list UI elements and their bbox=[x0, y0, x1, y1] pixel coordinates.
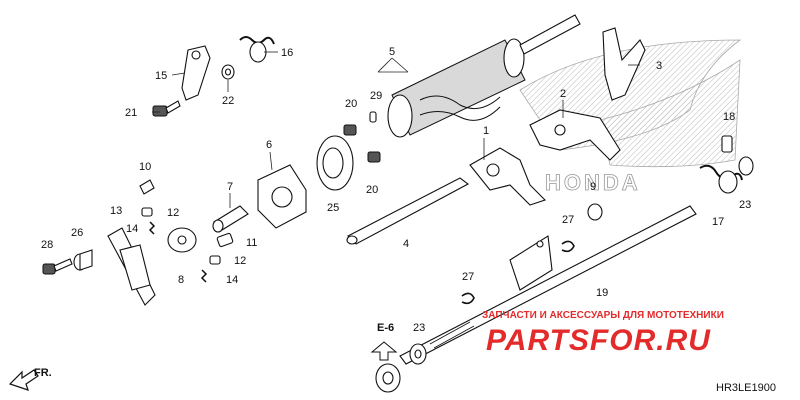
part-17-spring bbox=[699, 164, 743, 194]
callout-20-a: 20 bbox=[345, 98, 357, 110]
callout-25: 25 bbox=[327, 202, 339, 214]
part-15-stopper-arm bbox=[181, 45, 211, 101]
part-13-plate bbox=[107, 227, 156, 306]
part-4-shift-rod bbox=[346, 177, 470, 245]
callout-19: 19 bbox=[596, 287, 608, 299]
callout-26: 26 bbox=[71, 227, 83, 239]
callout-14-a: 14 bbox=[126, 223, 138, 235]
callout-23-a: 23 bbox=[739, 199, 751, 211]
callout-20-b: 20 bbox=[366, 184, 378, 196]
part-26-collar bbox=[73, 249, 93, 271]
callout-7: 7 bbox=[227, 181, 233, 193]
part-14-spring-b bbox=[200, 269, 208, 283]
callout-1: 1 bbox=[483, 125, 489, 137]
part-20-bolt-a bbox=[343, 124, 357, 136]
callout-labels: 1 2 3 4 5 6 7 8 9 10 11 12 12 13 14 14 1… bbox=[41, 46, 751, 334]
section-ref-label: E-6 bbox=[377, 322, 394, 334]
part-3-shift-fork bbox=[602, 27, 646, 101]
part-19-gearshift-spindle bbox=[399, 205, 697, 365]
part-10-pawl bbox=[139, 179, 155, 195]
callout-17: 17 bbox=[712, 216, 724, 228]
callout-2: 2 bbox=[560, 88, 566, 100]
callout-5: 5 bbox=[389, 46, 395, 58]
part-27-clip-b bbox=[461, 292, 475, 305]
part-11-pin bbox=[216, 232, 234, 248]
callout-13: 13 bbox=[110, 205, 122, 217]
part-29-pin bbox=[369, 111, 377, 123]
callout-14-b: 14 bbox=[226, 274, 238, 286]
part-1-shift-fork bbox=[469, 147, 547, 206]
honda-wordmark: HONDA bbox=[545, 170, 641, 195]
part-27-clip-a bbox=[561, 240, 575, 253]
callout-27-b: 27 bbox=[462, 271, 474, 283]
callout-4: 4 bbox=[403, 238, 409, 250]
callout-11: 11 bbox=[246, 237, 257, 249]
part-8-drum-plate bbox=[167, 227, 197, 253]
part-12-pin-a bbox=[141, 207, 153, 217]
part-9-collar bbox=[587, 203, 603, 221]
callout-18: 18 bbox=[723, 111, 735, 123]
callout-10: 10 bbox=[139, 161, 151, 173]
part-2-shift-fork bbox=[529, 109, 621, 161]
part-28-bolt bbox=[42, 258, 73, 275]
part-5-shift-drum bbox=[387, 14, 581, 138]
callout-6: 6 bbox=[266, 139, 272, 151]
leader-lines bbox=[152, 51, 640, 208]
callout-12-b: 12 bbox=[234, 255, 246, 267]
part-21-bolt bbox=[152, 100, 181, 117]
part-20-bolt-b bbox=[367, 151, 381, 163]
callout-16: 16 bbox=[281, 47, 293, 59]
part-14-spring-a bbox=[148, 221, 156, 235]
callout-9: 9 bbox=[590, 181, 596, 193]
callout-8: 8 bbox=[178, 274, 184, 286]
callout-22: 22 bbox=[222, 95, 234, 107]
shop-tagline: ЗАПЧАСТИ И АКСЕССУАРЫ ДЛЯ МОТОТЕХНИКИ bbox=[482, 310, 724, 321]
callout-29: 29 bbox=[370, 90, 382, 102]
callout-21: 21 bbox=[125, 107, 137, 119]
front-direction-arrow: FR. bbox=[8, 367, 52, 391]
callout-3: 3 bbox=[656, 60, 662, 72]
part-25-bearing bbox=[316, 135, 354, 191]
callout-12-a: 12 bbox=[167, 207, 179, 219]
part-23-washer-a bbox=[738, 156, 754, 176]
part-23-washer-b bbox=[409, 343, 427, 365]
part-22-washer bbox=[221, 64, 235, 80]
part-18-bolt bbox=[721, 135, 733, 153]
part-16-spring bbox=[239, 36, 275, 63]
section-reference: E-6 bbox=[370, 322, 401, 393]
shop-name: PARTSFOR.RU bbox=[486, 324, 711, 357]
part-7-pin bbox=[212, 205, 249, 233]
callout-23-b: 23 bbox=[413, 322, 425, 334]
part-12-pin-b bbox=[209, 255, 221, 265]
part-6-drum-center bbox=[257, 164, 307, 229]
shop-watermark: ЗАПЧАСТИ И АКСЕССУАРЫ ДЛЯ МОТОТЕХНИКИ PA… bbox=[482, 310, 724, 357]
callout-28: 28 bbox=[41, 239, 53, 251]
direction-label: FR. bbox=[34, 367, 52, 379]
callout-15: 15 bbox=[155, 70, 167, 82]
callout-27-a: 27 bbox=[562, 214, 574, 226]
diagram-code: HR3LE1900 bbox=[716, 382, 776, 394]
